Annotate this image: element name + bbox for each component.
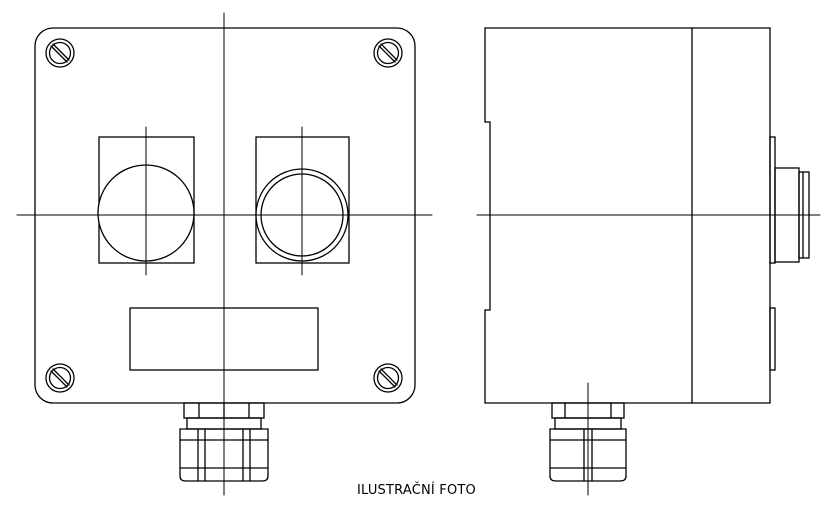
side-button-profile [769, 136, 810, 371]
screw-bottom-left [45, 363, 75, 393]
side-view [476, 27, 821, 496]
screw-bottom-right [373, 363, 403, 393]
caption: ILUSTRAČNÍ FOTO [357, 483, 476, 498]
front-center-lines [16, 12, 433, 496]
front-view [16, 12, 433, 496]
side-center-lines [476, 214, 821, 496]
screw-top-left [45, 38, 75, 68]
screw-top-right [373, 38, 403, 68]
